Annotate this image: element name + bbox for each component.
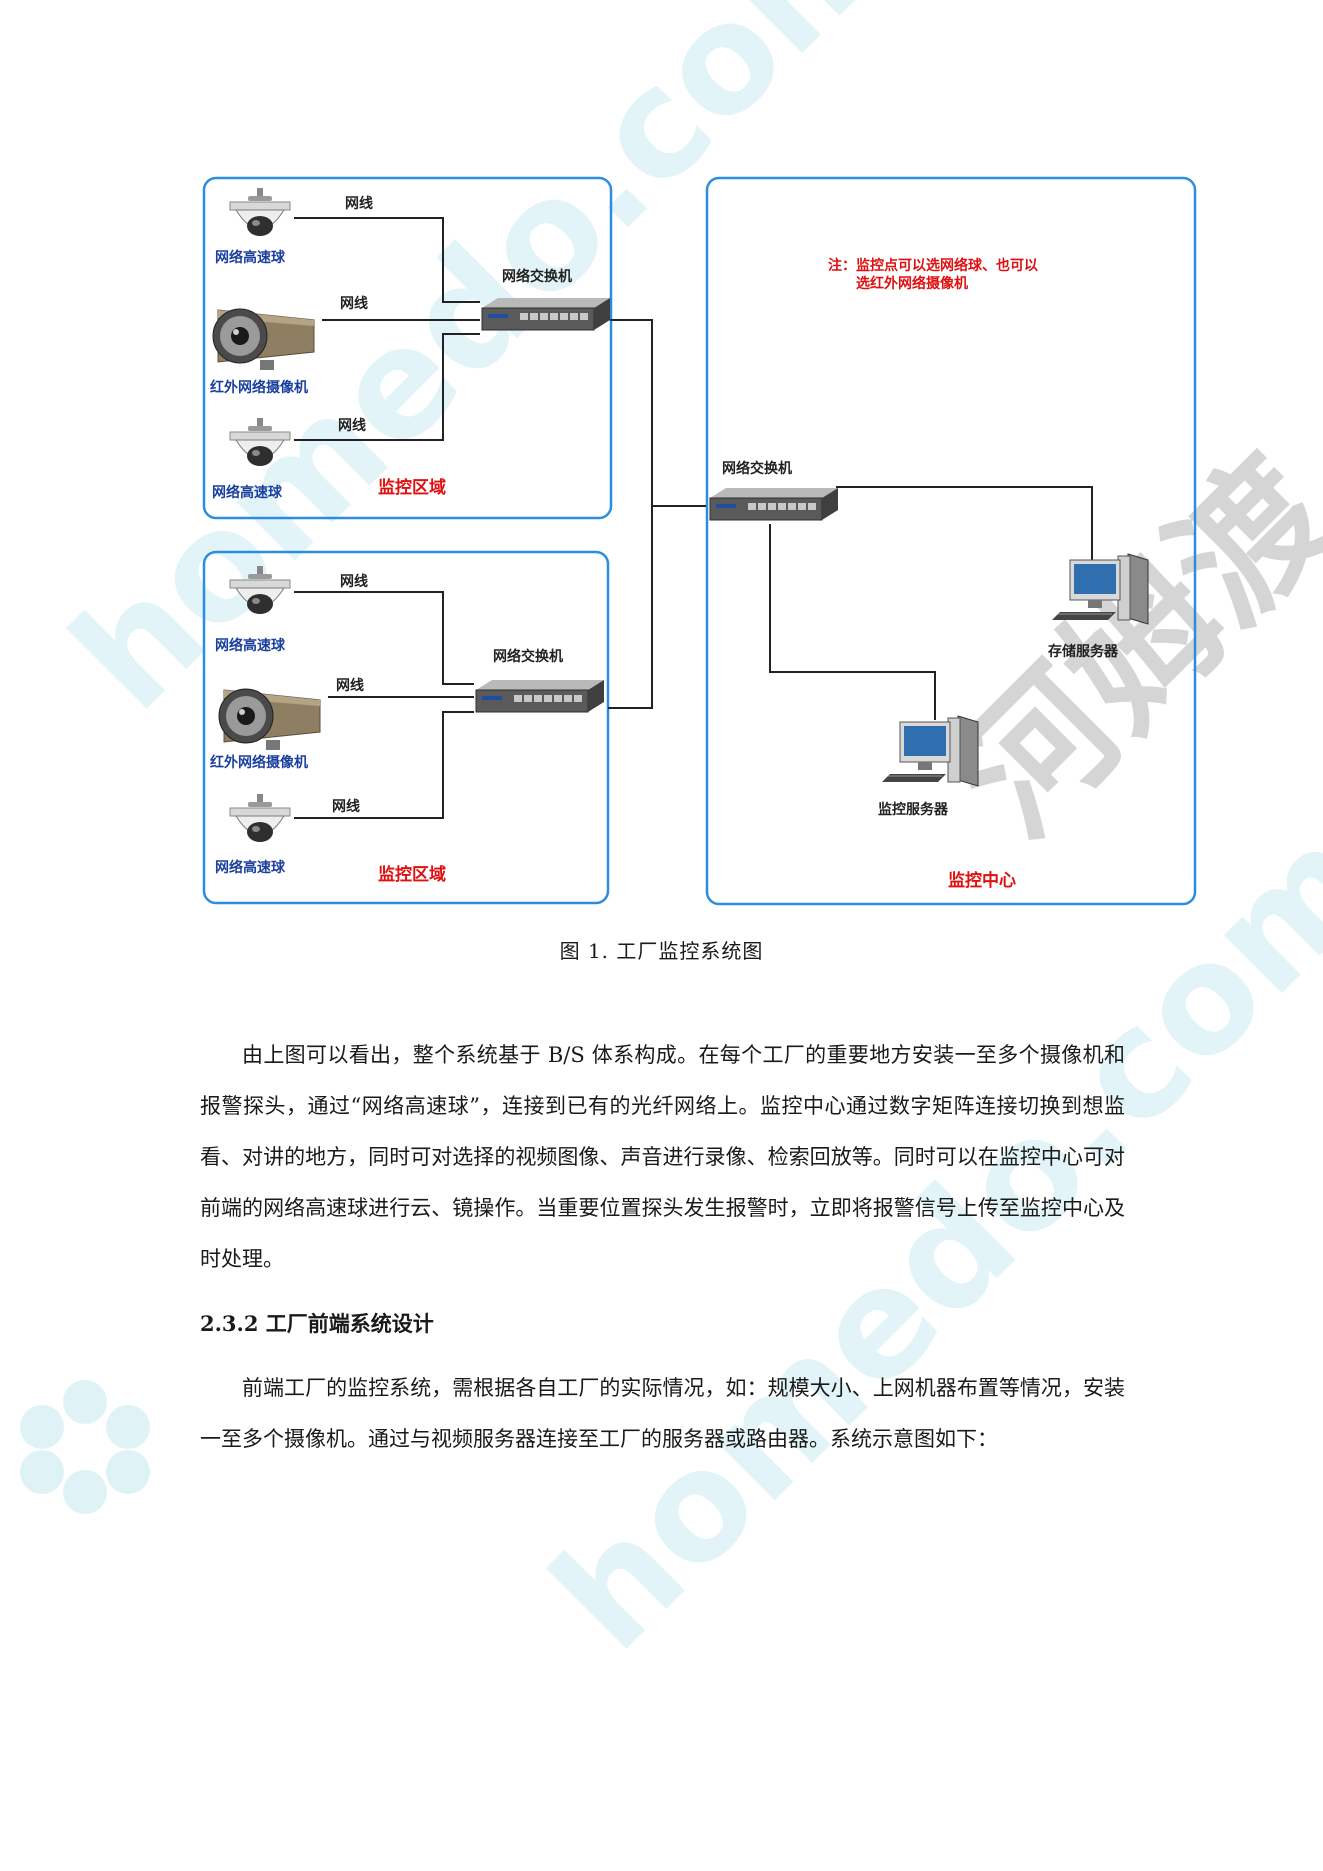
- device-label: 网络高速球: [212, 484, 283, 501]
- device-label: 网络高速球: [215, 859, 286, 876]
- note-line-1: 注：监控点可以选网络球、也可以: [828, 257, 1038, 274]
- device-label: 红外网络摄像机: [210, 754, 308, 771]
- cable-label: 网线: [340, 295, 368, 312]
- switch-label: 网络交换机: [493, 648, 563, 665]
- zone-label: 监控区域: [378, 477, 446, 498]
- switch-label: 网络交换机: [502, 268, 572, 285]
- dome-camera-icon: [229, 417, 291, 467]
- cable-label: 网线: [338, 417, 366, 434]
- paragraph-1: 由上图可以看出，整个系统基于 B/S 体系构成。在每个工厂的重要地方安装一至多个…: [200, 1043, 1125, 1271]
- watermark-flower-icon: [20, 1380, 150, 1514]
- switch-label: 网络交换机: [722, 460, 792, 477]
- dome-camera-icon: [229, 187, 291, 237]
- figure-caption: 图 1. 工厂监控系统图: [559, 939, 764, 963]
- switch-icon: [475, 679, 605, 713]
- storage-server-label: 存储服务器: [1048, 643, 1119, 660]
- network-diagram: 网络高速球 网线 红外网络摄像机 网线 网络高速球 网线 网络交换机 监控区域 …: [202, 176, 1197, 906]
- cable-label: 网线: [340, 573, 368, 590]
- device-label: 网络高速球: [215, 249, 286, 266]
- monitor-server-icon: [881, 715, 979, 787]
- bullet-camera-icon: [218, 688, 321, 751]
- storage-server-icon: [1051, 553, 1149, 625]
- zone-label: 监控区域: [378, 864, 446, 885]
- switch-icon: [481, 297, 611, 331]
- note-line-2: 选红外网络摄像机: [856, 275, 968, 292]
- zone-panel-2: [202, 550, 610, 905]
- dome-camera-icon: [229, 565, 291, 615]
- zone-panel-1: [202, 176, 613, 520]
- center-panel: [705, 176, 1197, 906]
- bullet-camera-icon: [212, 308, 315, 371]
- section-heading: 2.3.2 工厂前端系统设计: [200, 1311, 434, 1336]
- cable-label: 网线: [336, 677, 364, 694]
- paragraph-2: 前端工厂的监控系统，需根据各自工厂的实际情况，如：规模大小、上网机器布置等情况，…: [200, 1376, 1125, 1451]
- device-label: 网络高速球: [215, 637, 286, 654]
- monitor-server-label: 监控服务器: [878, 801, 949, 818]
- dome-camera-icon: [229, 793, 291, 843]
- switch-icon: [709, 487, 839, 521]
- center-label: 监控中心: [948, 870, 1016, 891]
- cable-label: 网线: [345, 195, 373, 212]
- device-label: 红外网络摄像机: [210, 379, 308, 396]
- cable-label: 网线: [332, 798, 360, 815]
